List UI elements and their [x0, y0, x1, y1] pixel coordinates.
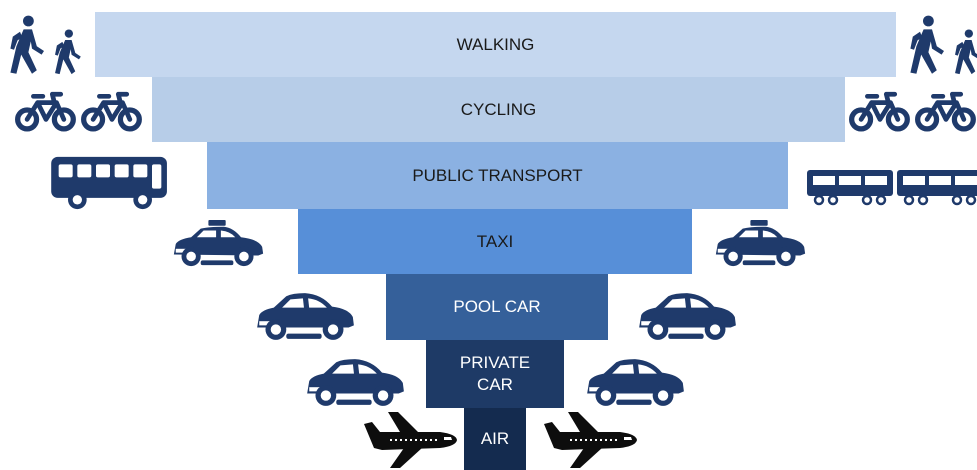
car-icon: [582, 356, 688, 408]
tier-label: POOL CAR: [453, 297, 541, 316]
walking-people-icon: [908, 15, 977, 75]
airplane-icon: [540, 410, 640, 470]
walking-people-icon: [8, 15, 88, 75]
tier-label-line-2: CAR: [477, 375, 513, 394]
taxi-icon: [170, 220, 266, 268]
tier-label: TAXI: [476, 231, 514, 251]
car-icon: [302, 356, 408, 408]
tier-label: PUBLIC TRANSPORT: [412, 165, 583, 185]
tier-label-line-1: PRIVATE: [459, 353, 531, 372]
tier-public-transport: PUBLIC TRANSPORT: [207, 142, 788, 209]
car-icon: [252, 290, 358, 342]
car-icon: [634, 290, 740, 342]
taxi-icon: [712, 220, 808, 268]
bicycles-icon: [14, 90, 146, 134]
tier-private-car: PRIVATE CAR: [426, 340, 564, 408]
tier-label: WALKING: [456, 34, 535, 54]
tier-walking: WALKING: [95, 12, 896, 77]
tier-label: AIR: [480, 429, 510, 448]
tier-label: CYCLING: [460, 99, 537, 119]
bus-icon: [45, 155, 175, 211]
tier-air: AIR: [464, 408, 526, 470]
bicycles-icon: [848, 90, 977, 134]
tier-pool-car: POOL CAR: [386, 274, 608, 340]
tier-taxi: TAXI: [298, 209, 692, 274]
train-icon: [805, 168, 977, 208]
tier-cycling: CYCLING: [152, 77, 845, 142]
airplane-icon: [360, 410, 460, 470]
